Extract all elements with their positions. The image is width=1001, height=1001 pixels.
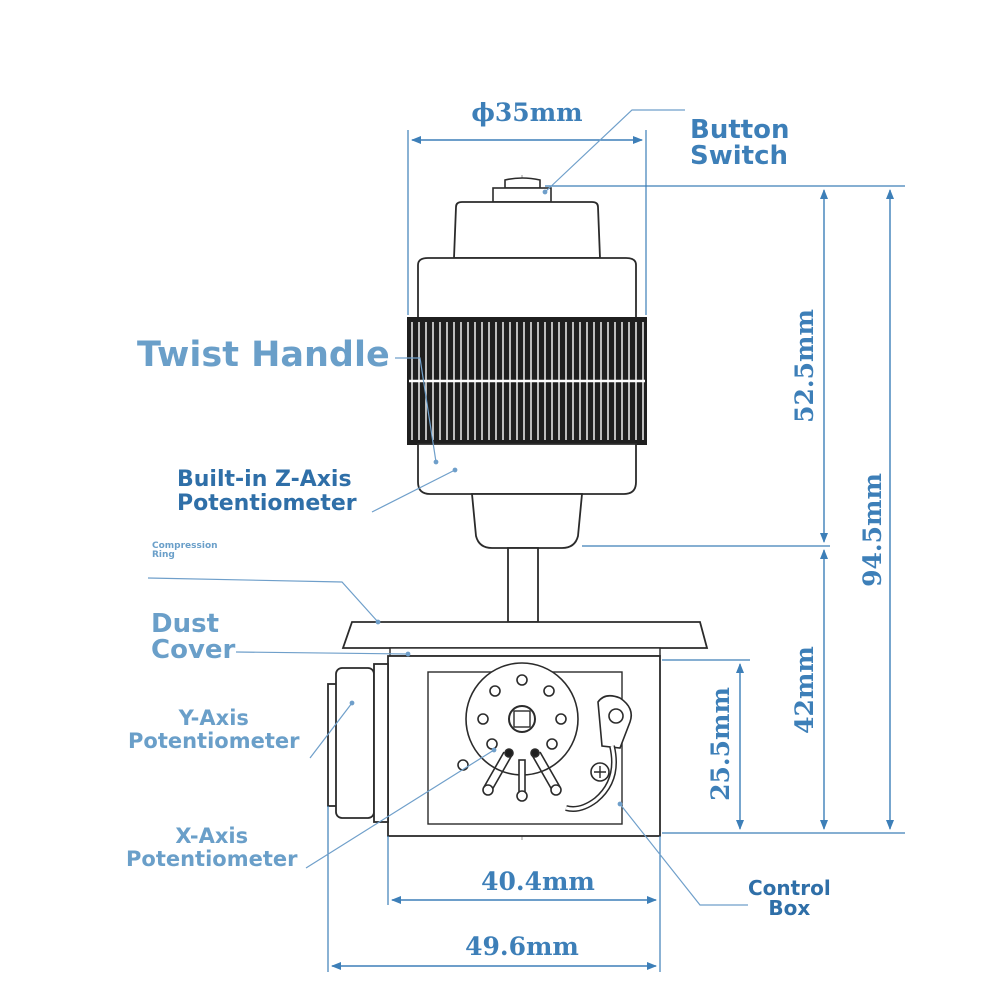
dim-top-diameter: ϕ35mm — [471, 98, 582, 127]
label-button-switch-line1: Button — [690, 115, 790, 145]
dim-handle-height: 52.5mm — [790, 309, 819, 423]
twist-handle-knurl — [407, 317, 647, 445]
label-control-box-line2: Box — [768, 896, 811, 920]
label-y-axis-line1: Y-Axis — [178, 706, 249, 730]
label-y-axis-potentiometer: Y-Axis Potentiometer — [128, 708, 299, 752]
joystick-shaft — [507, 547, 539, 623]
button-switch-cap — [492, 177, 552, 203]
handle-lower — [417, 443, 637, 549]
label-x-axis-line2: Potentiometer — [126, 847, 298, 871]
label-y-axis-line2: Potentiometer — [128, 729, 300, 753]
dim-box-outer-width: 49.6mm — [465, 932, 579, 961]
leader-x-axis — [305, 749, 495, 869]
label-z-axis-potentiometer: Built-in Z-Axis Potentiometer — [177, 469, 357, 515]
label-compression-ring: Compression Ring — [152, 542, 218, 560]
label-control-box-line1: Control — [748, 876, 831, 900]
dust-cover-plate — [341, 621, 709, 649]
label-button-switch-line2: Switch — [690, 141, 789, 171]
dim-box-height: 25.5mm — [706, 687, 735, 801]
leader-control-box — [619, 803, 748, 906]
handle-top — [417, 201, 637, 323]
dim-total-height: 94.5mm — [858, 473, 887, 587]
leader-button-switch — [544, 109, 685, 193]
leader-dust-cover — [235, 651, 409, 655]
label-x-axis-line1: X-Axis — [175, 824, 249, 848]
dim-base-height: 42mm — [790, 646, 819, 734]
label-z-axis-line2: Potentiometer — [177, 491, 357, 516]
dimension-lines — [331, 136, 894, 970]
spring-lever — [565, 694, 633, 812]
leader-lines — [147, 109, 748, 906]
label-button-switch: Button Switch — [690, 117, 790, 169]
extension-lines — [327, 130, 905, 972]
label-dust-cover: Dust Cover — [151, 611, 235, 663]
leader-twist-handle — [395, 357, 437, 463]
label-x-axis-potentiometer: X-Axis Potentiometer — [126, 826, 297, 870]
label-compression-ring-line1: Compression — [152, 541, 218, 551]
label-z-axis-line1: Built-in Z-Axis — [177, 467, 352, 492]
label-dust-cover-line1: Dust — [151, 609, 219, 639]
label-compression-ring-line2: Ring — [152, 550, 175, 560]
leader-z-axis — [371, 469, 456, 513]
leader-y-axis — [309, 702, 353, 759]
label-twist-handle: Twist Handle — [137, 335, 390, 375]
x-axis-potentiometer-body — [457, 662, 579, 802]
leader-compression-ring — [147, 577, 379, 623]
label-dust-cover-line2: Cover — [151, 635, 236, 665]
dim-box-inner-width: 40.4mm — [481, 867, 595, 896]
label-control-box: Control Box — [748, 878, 831, 918]
y-axis-potentiometer-body — [327, 663, 389, 823]
